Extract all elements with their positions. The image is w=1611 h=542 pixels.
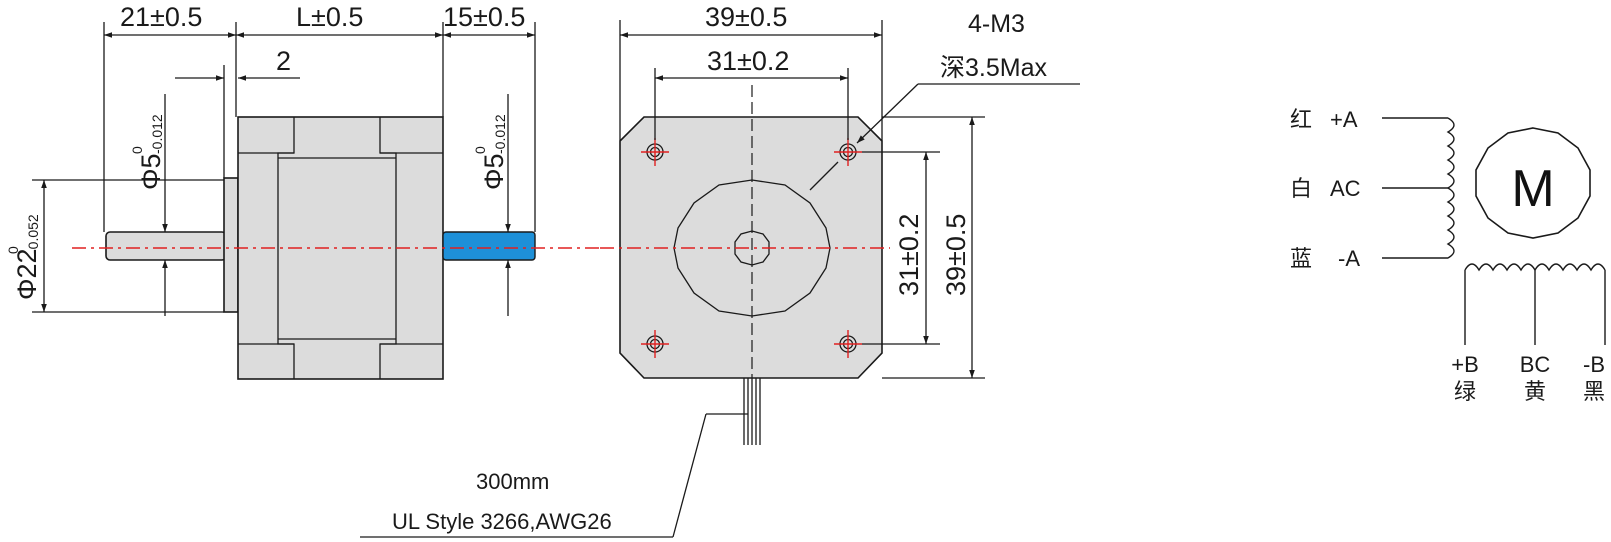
cable-note: 300mm UL Style 3266,AWG26 (360, 413, 748, 538)
front-shaft (105, 231, 227, 261)
rear-shaft-diameter: Φ5 0 -0.012 (472, 114, 509, 190)
wire-b1-signal: +B (1451, 352, 1479, 377)
hole-note-thread: 4-M3 (968, 10, 1025, 38)
svg-text:Φ5: Φ5 (136, 153, 166, 190)
mount-hole-tl (641, 138, 669, 166)
dim-rear-shaft-length: 15±0.5 (443, 2, 525, 32)
wiring-diagram: M 红 +A 白 AC 蓝 -A +B 绿 BC 黄 -B 黑 (1290, 107, 1606, 405)
wire-a1-signal: +A (1330, 107, 1358, 132)
hole-note-depth: 深3.5Max (940, 54, 1047, 82)
wire-a3-signal: -A (1338, 246, 1360, 271)
boss-diameter: Φ22 0 -0.052 (5, 214, 42, 300)
wire-a3-color: 蓝 (1290, 247, 1312, 272)
dim-front-shaft-length: 21±0.5 (120, 2, 202, 32)
front-view: 39±0.5 31±0.2 31±0.2 39±0.5 4-M3 深3.5Max (600, 2, 1080, 445)
svg-text:-0.012: -0.012 (492, 114, 508, 154)
cable-length: 300mm (476, 469, 549, 494)
svg-text:-0.012: -0.012 (149, 114, 165, 154)
dim-hole-spacing-horizontal: 31±0.2 (707, 46, 789, 76)
motor-face (619, 116, 883, 379)
mount-hole-bl (641, 330, 669, 358)
wire-b1-color: 绿 (1454, 380, 1476, 405)
mount-hole-br (834, 330, 862, 358)
svg-text:0: 0 (129, 146, 145, 154)
dim-body-length: L±0.5 (296, 2, 363, 32)
svg-text:0: 0 (5, 246, 21, 254)
svg-text:Φ5: Φ5 (479, 153, 509, 190)
motor-label: M (1511, 160, 1554, 218)
svg-text:Φ22: Φ22 (12, 248, 42, 300)
front-boss (223, 177, 239, 313)
motor-symbol (1475, 127, 1591, 239)
dim-hole-spacing-vertical: 31±0.2 (894, 214, 924, 296)
wire-b2-signal: BC (1520, 352, 1551, 377)
wire-a1-color: 红 (1290, 108, 1312, 133)
front-shaft-diameter: Φ5 0 -0.012 (129, 114, 166, 190)
svg-text:0: 0 (472, 146, 488, 154)
wire-a2-signal: AC (1330, 176, 1361, 201)
wire-b3-signal: -B (1583, 352, 1605, 377)
cable-spec: UL Style 3266,AWG26 (392, 509, 612, 534)
svg-text:-0.052: -0.052 (25, 214, 41, 254)
dim-flange-thickness: 2 (276, 46, 291, 76)
wire-a2-color: 白 (1290, 177, 1312, 202)
side-view: 21±0.5 L±0.5 15±0.5 2 Φ5 0 -0.012 Φ5 0 -… (5, 2, 600, 380)
dim-face-width: 39±0.5 (705, 2, 787, 32)
dim-face-height: 39±0.5 (941, 214, 971, 296)
rear-shaft (442, 231, 536, 261)
mount-hole-tr (834, 138, 862, 166)
cable-bundle (743, 378, 761, 445)
wire-b2-color: 黄 (1524, 380, 1546, 405)
wire-b3-color: 黑 (1583, 380, 1605, 405)
